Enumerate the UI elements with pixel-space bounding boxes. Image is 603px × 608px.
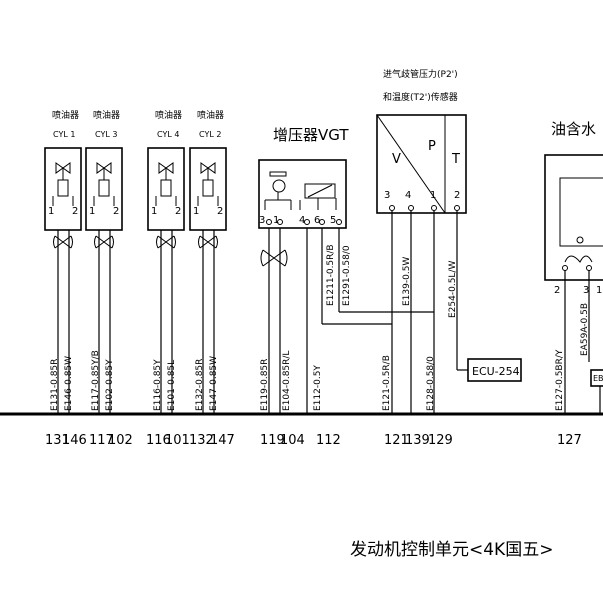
injector-symbol-icon — [52, 162, 74, 206]
ecu-pin: 146 — [62, 433, 87, 448]
crossed-connector-icon — [198, 235, 218, 249]
injector-symbol-icon — [93, 162, 115, 206]
ecu-pin: 116 — [146, 433, 171, 448]
svg-text:E254-0.5L/W: E254-0.5L/W — [448, 261, 458, 318]
svg-text:E132-0.85R: E132-0.85R — [195, 359, 205, 411]
svg-text:2: 2 — [217, 206, 223, 217]
injector-cyl4-name: 喷油器 — [155, 109, 182, 121]
ecu-pin: 147 — [210, 433, 235, 448]
ecu-pin: 104 — [280, 433, 305, 448]
svg-text:E117-0.85Y/B: E117-0.85Y/B — [91, 350, 101, 411]
svg-text:E131-0.85R: E131-0.85R — [50, 359, 60, 411]
ecu-pin: 139 — [405, 433, 430, 448]
svg-text:1: 1 — [89, 206, 95, 217]
oil-water-sensor: 油含水 2 3 1 EB E127-0.5BR/Y EA59A-0.5B 127 — [544, 120, 603, 448]
turbo-vgt: 增压器VGT 3 1 4 6 5 E119-0.85R E104-0.85R/L… — [258, 126, 434, 448]
svg-text:2: 2 — [72, 206, 78, 217]
svg-text:3: 3 — [259, 215, 265, 226]
svg-text:E119-0.85R: E119-0.85R — [260, 359, 270, 411]
ecu-pin: 132 — [189, 433, 214, 448]
svg-text:E112-0.5Y: E112-0.5Y — [313, 365, 323, 411]
svg-text:5: 5 — [330, 215, 336, 226]
injector-symbol-icon — [197, 162, 219, 206]
svg-text:1: 1 — [596, 285, 602, 296]
oil-water-title: 油含水 — [551, 120, 596, 138]
svg-text:V: V — [392, 152, 401, 167]
svg-text:1: 1 — [48, 206, 54, 217]
injector-cyl4: 喷油器 CYL 4 1 2 E116-0.85Y E101-0.85L 116 … — [146, 109, 190, 448]
svg-text:6: 6 — [314, 215, 320, 226]
svg-text:P: P — [428, 139, 436, 154]
svg-text:E104-0.85R/L: E104-0.85R/L — [282, 351, 292, 411]
svg-text:2: 2 — [454, 190, 460, 201]
ecu-pin: 131 — [45, 433, 70, 448]
ecu-pin: 101 — [165, 433, 190, 448]
svg-text:E1211-0.5R/B: E1211-0.5R/B — [326, 244, 336, 306]
ecu-pin: 121 — [384, 433, 409, 448]
svg-text:3: 3 — [384, 190, 390, 201]
svg-text:E128-0.58/0: E128-0.58/0 — [426, 356, 436, 411]
injector-cyl4-label: CYL 4 — [157, 130, 179, 139]
svg-text:E127-0.5BR/Y: E127-0.5BR/Y — [555, 349, 565, 411]
svg-text:3: 3 — [583, 285, 589, 296]
svg-text:E101-0.85L: E101-0.85L — [167, 360, 177, 411]
injector-cyl1-label: CYL 1 — [53, 130, 75, 139]
svg-text:1: 1 — [430, 190, 436, 201]
svg-text:2: 2 — [554, 285, 560, 296]
svg-text:1: 1 — [193, 206, 199, 217]
turbo-title: 增压器VGT — [273, 126, 349, 144]
injector-cyl3: 喷油器 CYL 3 1 2 E117-0.85Y/B E102-0.85Y 11… — [85, 109, 133, 448]
injector-cyl3-label: CYL 3 — [95, 130, 117, 139]
ecu-pin: 119 — [260, 433, 285, 448]
injector-cyl2: 喷油器 CYL 2 1 2 E132-0.85R E147-0.85W 132 … — [189, 109, 235, 448]
crossed-connector-icon — [156, 235, 176, 249]
svg-text:E102-0.85Y: E102-0.85Y — [105, 359, 115, 411]
svg-text:E1291-0.58/0: E1291-0.58/0 — [342, 245, 352, 306]
ecu-footer-title: 发动机控制单元<4K国五> — [350, 540, 553, 560]
injector-symbol-icon — [155, 162, 177, 206]
cut-tag-label: EB — [593, 374, 603, 383]
svg-text:EA59A-0.5B: EA59A-0.5B — [580, 303, 590, 356]
motor-icon — [264, 171, 292, 210]
svg-text:E146-0.85W: E146-0.85W — [64, 356, 74, 411]
ecu-pin: 129 — [428, 433, 453, 448]
ecu-pin: 127 — [557, 433, 582, 448]
svg-text:4: 4 — [405, 190, 411, 201]
cut-tag — [590, 369, 603, 387]
svg-text:E147-0.85W: E147-0.85W — [209, 356, 219, 411]
injector-cyl1: 喷油器 CYL 1 1 2 E131-0.85R E146-0.85W 131 … — [44, 109, 87, 448]
svg-text:E121-0.5R/B: E121-0.5R/B — [382, 355, 392, 411]
svg-text:E116-0.85Y: E116-0.85Y — [153, 359, 163, 411]
injector-cyl3-name: 喷油器 — [93, 109, 120, 121]
injector-cyl2-name: 喷油器 — [197, 109, 224, 121]
svg-text:T: T — [451, 152, 460, 167]
crossed-connector-icon — [53, 235, 73, 249]
ecu-254-label: ECU-254 — [472, 365, 520, 378]
sensor-title-line2: 和温度(T2')传感器 — [383, 91, 458, 103]
svg-text:1: 1 — [151, 206, 157, 217]
svg-text:2: 2 — [175, 206, 181, 217]
sensor-resistor-icon — [299, 183, 337, 210]
svg-text:2: 2 — [113, 206, 119, 217]
svg-text:4: 4 — [299, 215, 305, 226]
crossed-connector-icon — [94, 235, 114, 249]
injector-cyl2-label: CYL 2 — [199, 130, 221, 139]
svg-text:1: 1 — [273, 215, 279, 226]
ecu-pin: 112 — [316, 433, 341, 448]
crossed-connector-icon — [260, 249, 288, 267]
ecu-254-tag — [467, 358, 522, 382]
map-temp-sensor: 进气歧管压力(P2') 和温度(T2')传感器 V P T 3 4 1 2 EC… — [376, 68, 522, 448]
sensor-title-line1: 进气歧管压力(P2') — [383, 68, 458, 80]
injector-cyl1-name: 喷油器 — [52, 109, 79, 121]
ecu-pin: 102 — [108, 433, 133, 448]
ecu-pin: 117 — [89, 433, 114, 448]
svg-text:E139-0.5W: E139-0.5W — [402, 257, 412, 306]
